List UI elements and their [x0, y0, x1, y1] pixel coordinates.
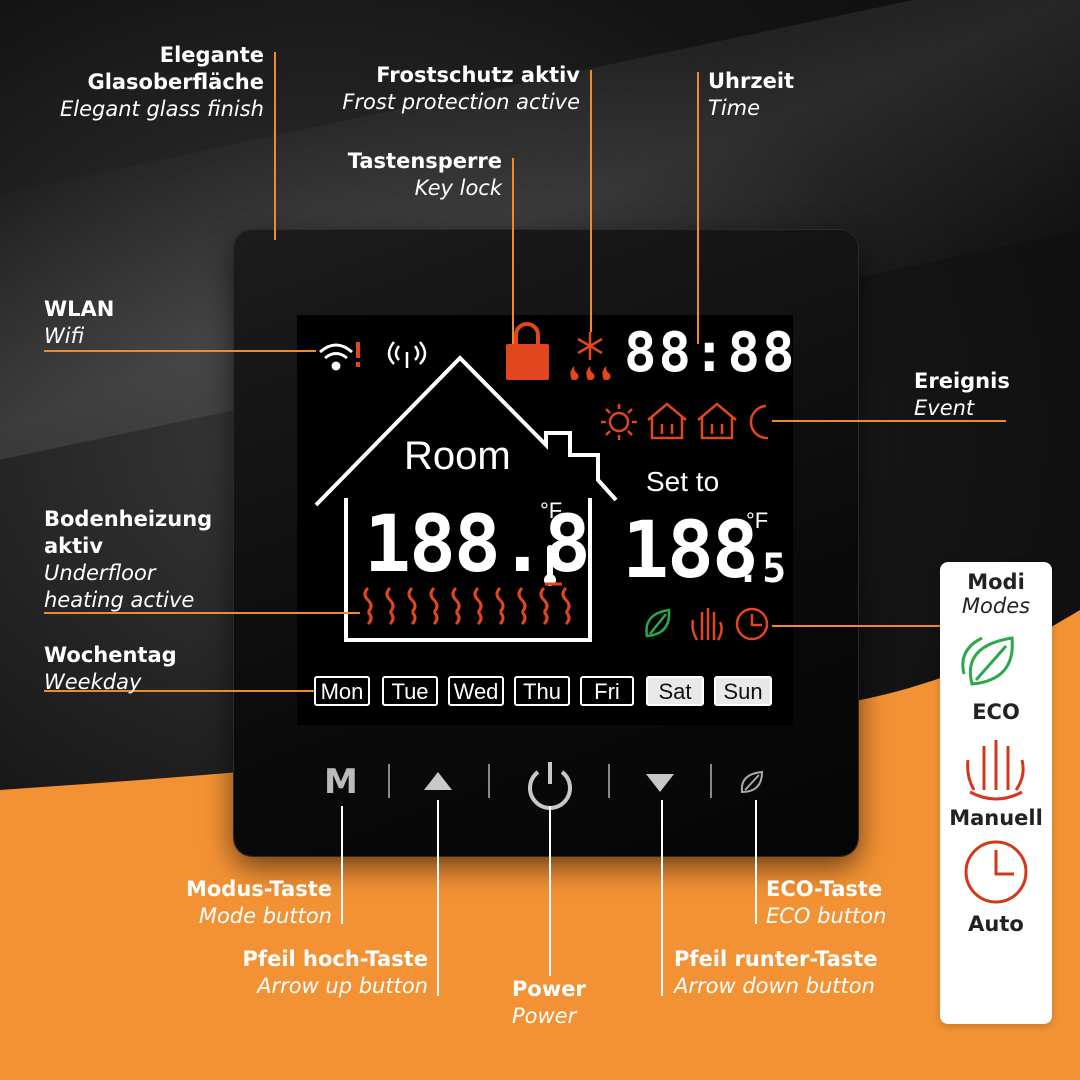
modes-title: Modi — [967, 570, 1025, 594]
annotation-up-btn: Pfeil hoch-Taste Arrow up button — [242, 947, 428, 998]
leader-keylock — [512, 158, 514, 344]
day-wed: Wed — [448, 676, 504, 706]
manual-hand-icon — [691, 608, 723, 641]
set-to-label: Set to — [646, 466, 720, 497]
annotation-glass: Elegante Glasoberfläche Elegant glass fi… — [60, 43, 264, 121]
underfloor-heating-icon — [363, 586, 571, 626]
set-temperature: 188 — [622, 506, 759, 596]
leader-time — [697, 72, 699, 344]
annotation-power: Power Power — [512, 977, 586, 1028]
leader-down-btn — [661, 800, 663, 996]
set-unit: °F — [746, 508, 769, 533]
eco-button — [740, 770, 764, 794]
mode-button[interactable]: M — [324, 762, 358, 802]
day-thu: Thu — [514, 676, 570, 706]
leader-eco-btn — [755, 800, 757, 924]
day-sat: Sat — [646, 676, 704, 706]
leader-modes — [772, 625, 940, 627]
day-fri: Fri — [580, 676, 634, 706]
eco-mode-icon — [961, 636, 1014, 686]
eco-mode-label: ECO — [972, 700, 1020, 724]
arrow-down-button — [646, 774, 674, 792]
room-temperature: 188.8 — [364, 500, 591, 590]
eco-leaf-icon — [645, 608, 671, 638]
annotation-floor: Bodenheizung aktiv Underfloor heating ac… — [44, 507, 213, 612]
annotation-wifi: WLAN Wifi — [44, 297, 115, 348]
leader-floor — [44, 612, 360, 614]
auto-clock-icon — [735, 607, 769, 641]
clock-display: 88:88 — [624, 321, 797, 384]
thermometer-icon — [544, 545, 562, 586]
lcd-screen — [297, 315, 793, 725]
annotation-frost: Frostschutz aktiv Frost protection activ… — [342, 63, 580, 114]
modes-panel: Modi Modes ECO Manuell Auto — [940, 562, 1052, 1024]
auto-mode-icon — [964, 840, 1028, 904]
power-button — [528, 762, 572, 810]
modes-subtitle: Modes — [961, 594, 1031, 618]
wifi-icon — [319, 343, 353, 371]
leader-frost — [590, 70, 592, 332]
day-tue: Tue — [382, 676, 438, 706]
manual-mode-icon — [966, 740, 1025, 801]
lock-icon — [506, 322, 549, 380]
annotation-down-btn: Pfeil runter-Taste Arrow down button — [674, 947, 878, 998]
house-outline — [314, 355, 618, 642]
leader-weekday — [44, 690, 314, 692]
auto-mode-label: Auto — [968, 912, 1024, 936]
set-temperature-decimal: .5 — [736, 546, 789, 592]
leader-wifi — [44, 350, 316, 352]
day-mon: Mon — [314, 676, 370, 706]
moon-icon — [749, 404, 769, 440]
room-unit: °F — [540, 498, 563, 523]
room-label: Room — [404, 434, 511, 478]
wifi-alert-icon — [356, 342, 360, 358]
leader-mode-btn — [341, 806, 343, 924]
leader-up-btn — [437, 800, 439, 996]
house-return-icon — [697, 402, 737, 440]
sun-icon — [601, 404, 637, 440]
leader-power — [549, 806, 551, 976]
arrow-up-button — [424, 772, 452, 790]
annotation-time: Uhrzeit Time — [708, 69, 795, 120]
annotation-mode-btn: Modus-Taste Mode button — [185, 877, 332, 928]
annotation-event: Ereignis Event — [914, 369, 1010, 420]
annotation-eco-btn: ECO-Taste ECO button — [766, 877, 887, 928]
day-sun: Sun — [714, 676, 772, 706]
snowflake-icon — [577, 332, 603, 360]
annotation-keylock: Tastensperre Key lock — [347, 149, 502, 200]
manual-mode-label: Manuell — [949, 806, 1043, 830]
annotation-weekday: Wochentag Weekday — [44, 643, 177, 694]
leader-glass — [274, 52, 276, 240]
house-leave-icon — [647, 402, 687, 440]
flame-icon — [570, 366, 611, 380]
leader-event — [772, 420, 1006, 422]
signal-icon — [387, 341, 427, 368]
